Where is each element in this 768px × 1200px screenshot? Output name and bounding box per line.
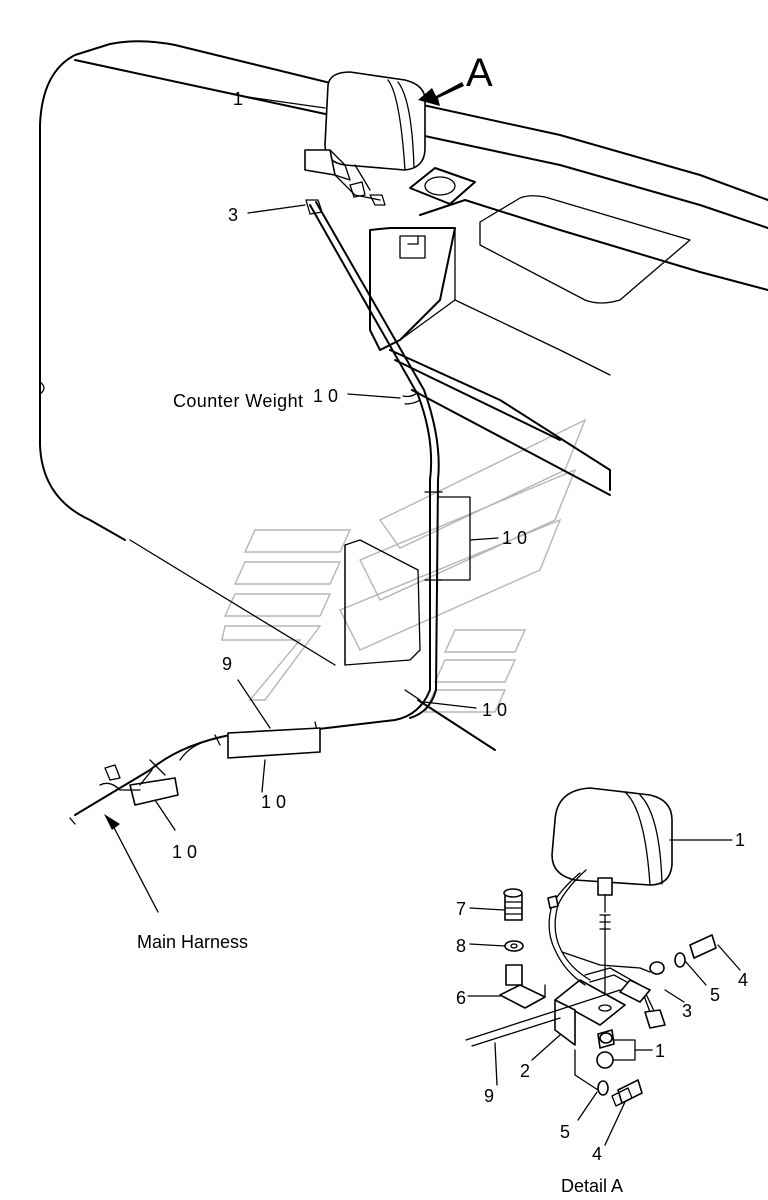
wire-harness-main [69, 199, 443, 825]
watermark-logo [221, 418, 587, 713]
callout-band-harness: 1 0 [261, 792, 286, 812]
callout-band-mid: 1 0 [502, 528, 527, 548]
leader-lines-main [104, 96, 499, 913]
leader-lines-detail [467, 839, 741, 1146]
detail-callout-clip: 3 [682, 1001, 692, 1021]
callout-harness: 9 [222, 654, 232, 674]
view-arrow-a [418, 82, 464, 106]
callout-band-upper: 1 0 [313, 386, 338, 406]
counter-weight-label: Counter Weight [173, 391, 303, 411]
callout-band-lower: 1 0 [482, 700, 507, 720]
callout-band-end: 1 0 [172, 842, 197, 862]
detail-callout-washer-bottom: 5 [560, 1122, 570, 1142]
detail-callout-lamp: 1 [735, 830, 745, 850]
detail-callout-bolt-top: 7 [456, 899, 466, 919]
work-lamp-main [304, 71, 426, 206]
detail-callout-harness: 9 [484, 1086, 494, 1106]
detail-a-label: Detail A [561, 1176, 623, 1196]
detail-callout-washer-right: 5 [710, 985, 720, 1005]
counter-weight-body [39, 40, 768, 751]
detail-callout-bolt-bottom: 4 [592, 1144, 602, 1164]
detail-callout-washer-top: 8 [456, 936, 466, 956]
callout-clip: 3 [228, 205, 238, 225]
detail-a-assembly [465, 787, 717, 1107]
view-label-a: A [466, 51, 493, 95]
detail-callout-nut: 1 [655, 1041, 665, 1061]
detail-callout-bracket-small: 6 [456, 988, 466, 1008]
detail-callout-bracket: 2 [520, 1061, 530, 1081]
detail-callout-bolt-right: 4 [738, 970, 748, 990]
main-harness-label: Main Harness [137, 932, 248, 952]
callout-lamp: 1 [233, 89, 243, 109]
